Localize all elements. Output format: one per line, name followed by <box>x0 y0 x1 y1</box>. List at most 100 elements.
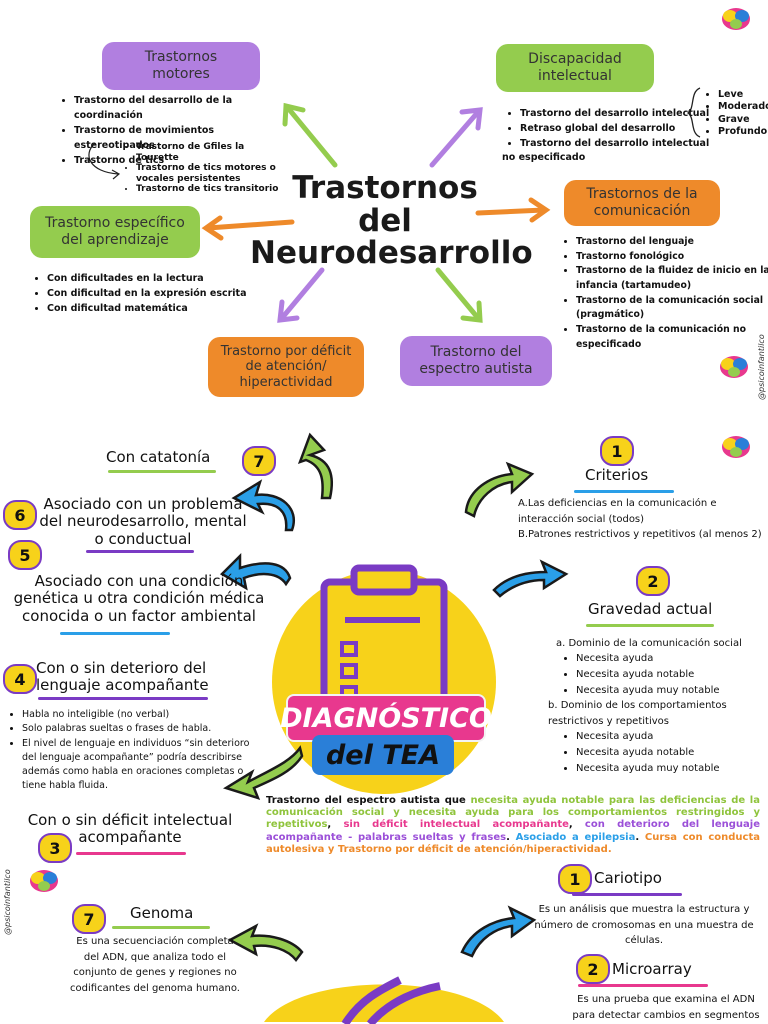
banner-del-tea: del TEA <box>312 735 454 775</box>
genetics-illustration <box>227 905 537 1024</box>
box-trastornos-motores: Trastornos motores <box>102 42 260 90</box>
criterios-heading: Criterios <box>585 466 649 484</box>
list-item: Necesita ayuda muy notable <box>576 683 720 699</box>
list-aprendizaje: Con dificultades en la lectura Con dific… <box>33 271 267 316</box>
watermark-handle: @psicoinfantilco <box>3 869 12 935</box>
cariotipo-heading: Cariotipo <box>594 869 662 887</box>
badge-1-cariotipo: 1 <box>558 864 592 894</box>
list-item: Trastorno del desarrollo de la coordinac… <box>74 93 294 123</box>
criterio-a: A.Las deficiencias en la comunicación e … <box>518 498 717 525</box>
banner-del-tea-text: del TEA <box>325 739 441 771</box>
list-niveles-discapacidad: Leve Moderado Grave Profundo <box>704 89 768 138</box>
ejemplo-part: . <box>506 831 516 843</box>
list-item: Trastorno de la fluidez de inicio en la … <box>576 264 768 293</box>
box-trastorno-aprendizaje: Trastorno específico del aprendizaje <box>30 206 200 258</box>
list-niveles-b: Necesita ayuda Necesita ayuda notable Ne… <box>562 729 720 776</box>
center-title-line-3: Neurodesarrollo <box>250 235 533 272</box>
list-item: Solo palabras sueltas o frases de habla. <box>22 722 252 736</box>
list-item: Trastorno de la comunicación no especifi… <box>576 323 768 352</box>
brand-logo <box>716 432 756 468</box>
badge-6: 6 <box>3 500 37 530</box>
list-item: Necesita ayuda <box>576 651 720 667</box>
banner-diagnostico-text: DIAGNÓSTICO <box>280 702 492 734</box>
ejemplo-part: Asociado a epilepsia <box>515 831 636 843</box>
badge-3: 3 <box>38 833 72 863</box>
list-motores: Trastorno del desarrollo de la coordinac… <box>60 93 294 168</box>
gravedad-a: a. Dominio de la comunicación social <box>556 638 742 649</box>
list-item: Necesita ayuda notable <box>576 667 720 683</box>
ejemplo-part: , <box>327 819 344 831</box>
list-comunicacion: Trastorno del lenguaje Trastorno fonológ… <box>562 235 768 353</box>
list-niveles-a: Necesita ayuda Necesita ayuda notable Ne… <box>562 651 720 698</box>
brand-logo <box>24 866 64 902</box>
box-trastornos-comunicacion: Trastornos de la comunicación <box>564 180 720 226</box>
box-tdah: Trastorno por déficit de atención/ hiper… <box>208 337 364 397</box>
badge-2: 2 <box>636 566 670 596</box>
box-discapacidad-label: Discapacidad intelectual <box>528 51 622 84</box>
watermark-handle: @psicoinfantilco <box>757 334 766 400</box>
badge-4: 4 <box>3 664 37 694</box>
list-item: Retraso global del desarrollo <box>520 121 715 136</box>
list-item: Trastorno de Gfiles la Tourette <box>136 142 286 163</box>
criterio-b: B.Patrones restrictivos y repetitivos (a… <box>518 529 762 540</box>
box-tea: Trastorno del espectro autista <box>400 336 552 386</box>
list-item: Necesita ayuda muy notable <box>576 761 720 777</box>
list-item: Necesita ayuda <box>576 729 720 745</box>
list-item: Trastorno de la comunicación social (pra… <box>576 294 768 323</box>
list-item: Necesita ayuda notable <box>576 745 720 761</box>
list-item: Con dificultades en la lectura <box>47 271 267 286</box>
ejemplo-part: sin déficit intelectual acompañante <box>343 819 569 831</box>
list-item: Trastorno del desarrollo intelectual <box>520 106 715 121</box>
intelectual-heading: Con o sin déficit intelectual acompañant… <box>27 811 233 847</box>
center-title-line-1: Trastornos <box>292 170 478 206</box>
list-item: Trastorno de tics transitorio <box>136 184 286 195</box>
badge-7: 7 <box>242 446 276 476</box>
box-discapacidad-intelectual: Discapacidad intelectual <box>496 44 654 92</box>
ejemplo-part: , <box>568 819 585 831</box>
badge-7-genoma: 7 <box>72 904 106 934</box>
brain-logo-icon <box>722 8 750 30</box>
ejemplo-part: Trastorno del espectro autista que <box>266 795 471 806</box>
ejemplo-part: necesita ayuda notable para las deficien… <box>266 795 760 831</box>
list-item: Trastorno del desarrollo intelectual <box>520 136 715 151</box>
genoma-heading: Genoma <box>130 904 194 922</box>
lenguaje-heading: Con o sin deterioro del lenguaje acompañ… <box>36 659 209 695</box>
asociado-condicion-underline <box>60 632 170 635</box>
microarray-desc: Es una prueba que examina el ADN para de… <box>572 994 760 1021</box>
box-aprendizaje-label: Trastorno específico del aprendizaje <box>45 215 185 248</box>
asociado-problema-heading: Asociado con un problema del neurodesarr… <box>39 495 247 548</box>
brain-logo-icon <box>722 436 750 458</box>
badge-5: 5 <box>8 540 42 570</box>
intelectual-underline <box>76 852 186 855</box>
cariotipo-desc: Es un análisis que muestra la estructura… <box>534 904 754 946</box>
ejemplo-part: con deterioro del lenguaje acompañante -… <box>266 819 760 843</box>
gravedad-heading: Gravedad actual <box>588 600 713 618</box>
list-item: Con dificultad matemática <box>47 301 267 316</box>
list-item: Trastorno de tics motores o vocales pers… <box>136 163 286 184</box>
list-item: Grave <box>718 114 768 126</box>
box-comunicacion-label: Trastornos de la comunicación <box>586 186 698 219</box>
microarray-heading: Microarray <box>612 960 692 978</box>
center-title: Trastornos del Neurodesarrollo <box>250 170 533 272</box>
list-item: Moderado <box>718 101 768 113</box>
con-catatonia-heading: Con catatonía <box>106 448 211 466</box>
box-tdah-label: Trastorno por déficit de atención/ hiper… <box>220 343 352 390</box>
box-tea-label: Trastorno del espectro autista <box>419 344 533 377</box>
banner-diagnostico: DIAGNÓSTICO <box>280 694 492 742</box>
badge-2-microarray: 2 <box>576 954 610 984</box>
list-lenguaje: Habla no inteligible (no verbal) Solo pa… <box>8 708 252 794</box>
brain-logo-icon <box>720 356 748 378</box>
genoma-desc: Es una secuenciación completa del ADN, q… <box>70 936 240 994</box>
brand-logo <box>716 4 756 42</box>
brain-logo-icon <box>30 870 58 892</box>
lenguaje-underline <box>38 697 208 700</box>
arrows-top <box>88 87 701 323</box>
list-item: Leve <box>718 89 768 101</box>
cariotipo-underline <box>572 893 682 896</box>
list-item: Trastorno del lenguaje <box>576 235 768 250</box>
asociado-problema-underline <box>86 550 194 553</box>
microarray-underline <box>578 984 708 987</box>
list-item: Habla no inteligible (no verbal) <box>22 708 252 722</box>
asociado-condicion-heading: Asociado con una condición genética u ot… <box>13 572 265 625</box>
list-item: Profundo <box>718 126 768 138</box>
